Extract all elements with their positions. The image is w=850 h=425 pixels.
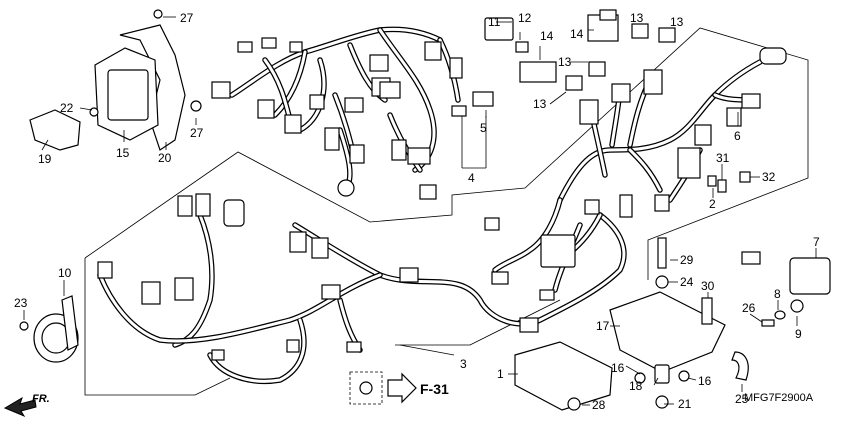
callout-24: 24 bbox=[680, 275, 694, 289]
callout-13-a: 13 bbox=[630, 11, 644, 25]
callout-30: 30 bbox=[701, 279, 715, 293]
callout-13-c: 13 bbox=[558, 55, 572, 69]
callout-5: 5 bbox=[480, 121, 487, 135]
front-direction-label: FR. bbox=[32, 393, 50, 405]
callout-25: 25 bbox=[735, 392, 749, 406]
callout-32: 32 bbox=[762, 170, 776, 184]
callout-labels: 27 22 19 15 20 27 11 12 14 14 13 13 13 1… bbox=[14, 11, 820, 412]
leader-lines bbox=[23, 16, 817, 406]
callout-9: 9 bbox=[795, 327, 802, 341]
callout-14-left: 14 bbox=[540, 29, 554, 43]
callout-8: 8 bbox=[774, 287, 781, 301]
callout-17: 17 bbox=[596, 319, 610, 333]
callout-2: 2 bbox=[709, 197, 716, 211]
lower-connectors bbox=[97, 193, 600, 361]
callout-13-d: 13 bbox=[533, 97, 547, 111]
callout-7: 7 bbox=[813, 235, 820, 249]
reference-label: F-31 bbox=[420, 381, 449, 397]
callout-18: 18 bbox=[629, 379, 643, 393]
callout-31: 31 bbox=[716, 151, 730, 165]
callout-4: 4 bbox=[468, 171, 475, 185]
callout-6: 6 bbox=[734, 129, 741, 143]
callout-19: 19 bbox=[38, 152, 52, 166]
callout-11: 11 bbox=[488, 15, 501, 29]
upper-connectors bbox=[211, 37, 467, 200]
callout-16-right: 16 bbox=[698, 374, 712, 388]
right-harness bbox=[557, 47, 787, 218]
callout-22: 22 bbox=[60, 101, 74, 115]
callout-21: 21 bbox=[678, 397, 692, 411]
front-direction-indicator: FR. bbox=[3, 393, 50, 418]
bracket-and-ecu bbox=[29, 9, 202, 151]
callout-20: 20 bbox=[158, 151, 172, 165]
callout-28: 28 bbox=[592, 398, 606, 412]
callout-26: 26 bbox=[742, 301, 756, 315]
callout-27-top: 27 bbox=[180, 11, 194, 25]
callout-10: 10 bbox=[58, 266, 72, 280]
regulator-assembly bbox=[514, 237, 831, 411]
callout-27-bottom: 27 bbox=[190, 126, 204, 140]
horn-assembly bbox=[19, 295, 79, 363]
callout-23: 23 bbox=[14, 296, 28, 310]
callout-16-left: 16 bbox=[611, 361, 625, 375]
callout-3: 3 bbox=[460, 357, 467, 371]
relay-group bbox=[472, 9, 676, 107]
callout-1: 1 bbox=[497, 367, 504, 381]
callout-13-b: 13 bbox=[670, 15, 684, 29]
callout-29: 29 bbox=[680, 253, 694, 267]
callout-15: 15 bbox=[116, 146, 130, 160]
callout-14-right: 14 bbox=[570, 27, 584, 41]
section-outline bbox=[84, 27, 809, 396]
callout-12: 12 bbox=[518, 11, 532, 25]
reference-f31: F-31 bbox=[349, 371, 449, 405]
drawing-code: MFG7F2900A bbox=[744, 392, 814, 404]
